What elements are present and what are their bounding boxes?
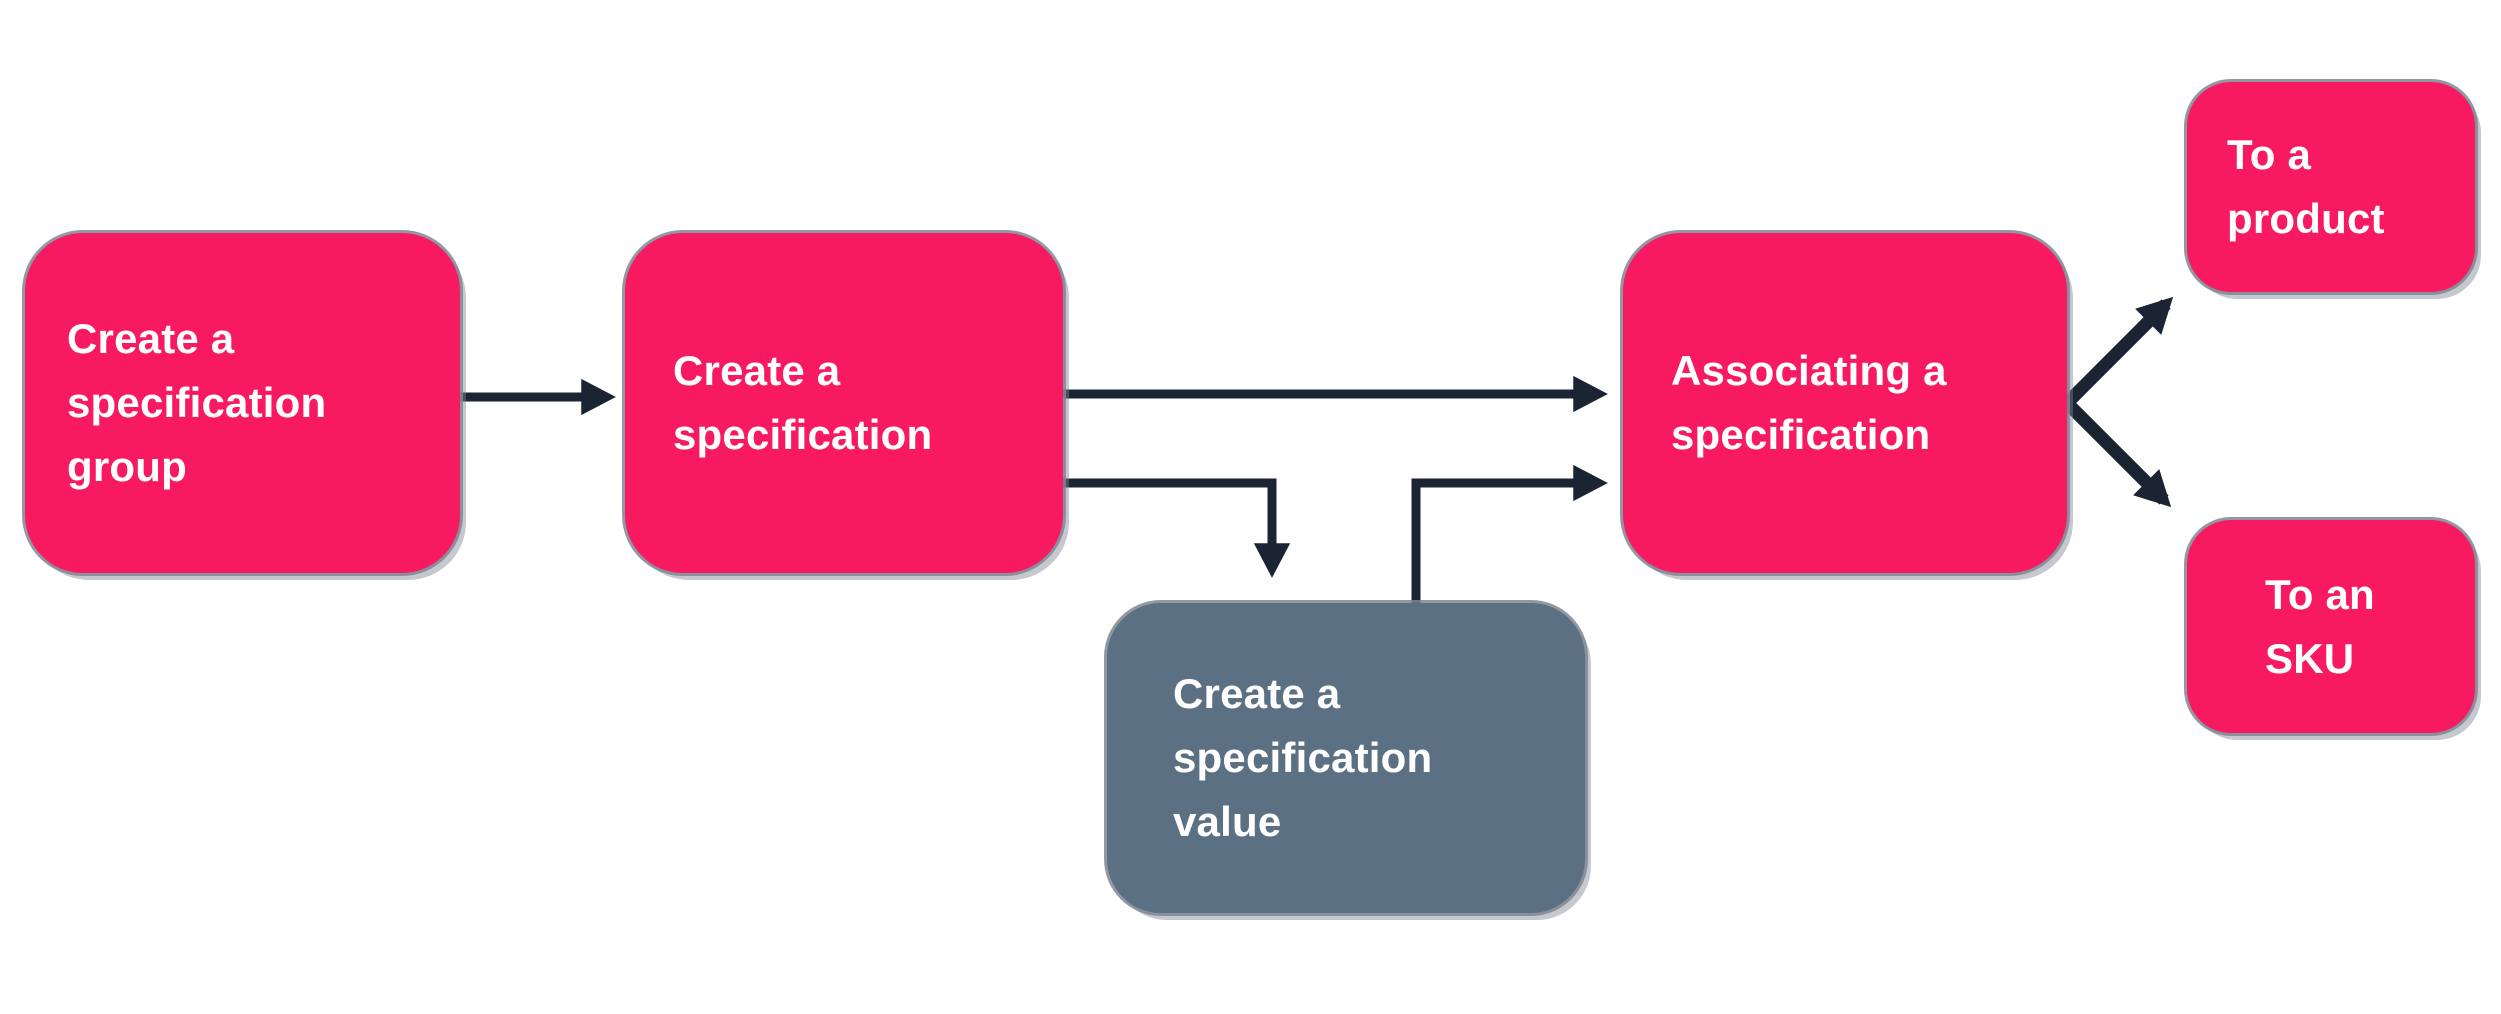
node-create-specification-value: Create a specification value	[1107, 603, 1585, 913]
arrow-associating-to-sku	[2062, 398, 2172, 508]
node-associating-specification: Associating a specification	[1623, 233, 2067, 573]
node-create-specification-group: Create a specification group	[25, 233, 460, 573]
node-label-line: SKU	[2265, 634, 2355, 682]
node-label-line: To an	[2265, 570, 2375, 618]
node-label-line: Create a	[673, 347, 841, 394]
node-label-line: specification	[1173, 734, 1433, 781]
node-label-line: product	[2227, 195, 2385, 242]
node-label-line: Create a	[1173, 670, 1341, 717]
node-label-line: specification	[673, 411, 933, 458]
node-label-line: specification	[67, 379, 327, 426]
node-label-line: value	[1173, 798, 1282, 845]
node-label-line: specification	[1671, 411, 1931, 458]
node-create-specification: Create a specification	[625, 233, 1063, 573]
arrow-specification-to-value	[1063, 478, 1291, 578]
node-label-line: Associating a	[1671, 347, 1947, 394]
node-label-line: group	[67, 443, 187, 490]
arrow-associating-to-product	[2062, 296, 2174, 408]
node-to-a-product: To a product	[2187, 82, 2475, 292]
arrow-value-to-associating	[1411, 464, 1608, 603]
node-label-line: To a	[2227, 131, 2312, 178]
node-to-an-sku: To an SKU	[2187, 520, 2475, 733]
node-label-line: Create a	[67, 315, 235, 362]
